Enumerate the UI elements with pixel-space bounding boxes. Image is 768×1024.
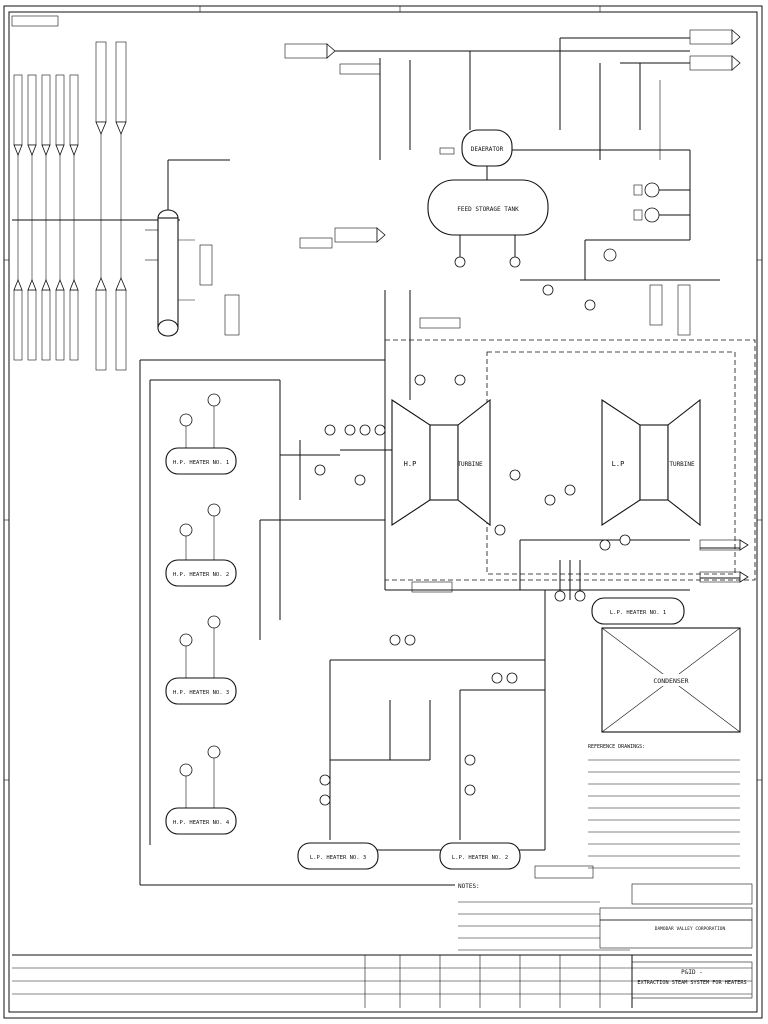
lp-turbine: L.P TURBINE (601, 398, 740, 579)
reference-drawings: REFERENCE DRAWINGS: (588, 744, 740, 869)
boiler-feed-pumps (520, 149, 720, 336)
feed-storage-tank: FEED STORAGE TANK (427, 179, 549, 268)
deaerator-label: DEAERATOR (471, 146, 504, 153)
hp-heater-1-label: H.P. HEATER NO. 1 (173, 460, 229, 466)
lp-heater-2: L.P. HEATER NO. 2 (439, 842, 521, 870)
notes-block: NOTES: (458, 883, 630, 951)
lp-heater-3: L.P. HEATER NO. 3 (297, 842, 379, 870)
condenser-label: CONDENSER (653, 677, 688, 685)
lp-heater-2-label: L.P. HEATER NO. 2 (452, 855, 508, 861)
deaerator: DEAERATOR (439, 129, 610, 180)
hp-heater-4: H.P. HEATER NO. 4 (165, 745, 237, 835)
hp-heater-3-label: H.P. HEATER NO. 3 (173, 690, 229, 696)
hp-heater-2: H.P. HEATER NO. 2 (165, 503, 237, 587)
header-line-arrows (12, 41, 180, 371)
lp-turbine-section-label: L.P (612, 460, 625, 468)
hp-heater-4-label: H.P. HEATER NO. 4 (173, 820, 230, 826)
title-block: DAMODAR VALLEY CORPORATION P&ID - EXTRAC… (12, 883, 753, 1008)
off-page-connectors (299, 227, 749, 879)
condenser: CONDENSER (601, 627, 741, 733)
sheet-border (3, 5, 763, 1019)
hp-turbine-section-label: H.P (404, 460, 417, 468)
lp-heater-1: L.P. HEATER NO. 1 (591, 597, 685, 625)
hp-heater-2-label: H.P. HEATER NO. 2 (173, 572, 229, 578)
hp-heater-1: H.P. HEATER NO. 1 (165, 393, 237, 475)
company-name: DAMODAR VALLEY CORPORATION (655, 926, 726, 932)
sheet-title-line-1: P&ID - (681, 969, 703, 976)
notes-heading: NOTES: (458, 883, 480, 890)
references-heading: REFERENCE DRAWINGS: (588, 744, 645, 750)
instrument-bubbles (314, 284, 631, 806)
hp-turbine: H.P TURBINE (340, 290, 491, 590)
hp-turbine-label: TURBINE (457, 461, 483, 468)
hp-separator-column (145, 159, 240, 337)
hp-heater-3: H.P. HEATER NO. 3 (165, 615, 237, 705)
lp-heater-3-label: L.P. HEATER NO. 3 (310, 855, 366, 861)
main-steam-lines (284, 29, 741, 160)
lp-turbine-label: TURBINE (669, 461, 695, 468)
feed-storage-tank-label: FEED STORAGE TANK (457, 206, 519, 213)
drawing-number-tag (11, 15, 59, 27)
lp-heater-1-label: L.P. HEATER NO. 1 (610, 610, 666, 616)
sheet-title-line-2: EXTRACTION STEAM SYSTEM FOR HEATERS (637, 980, 746, 986)
